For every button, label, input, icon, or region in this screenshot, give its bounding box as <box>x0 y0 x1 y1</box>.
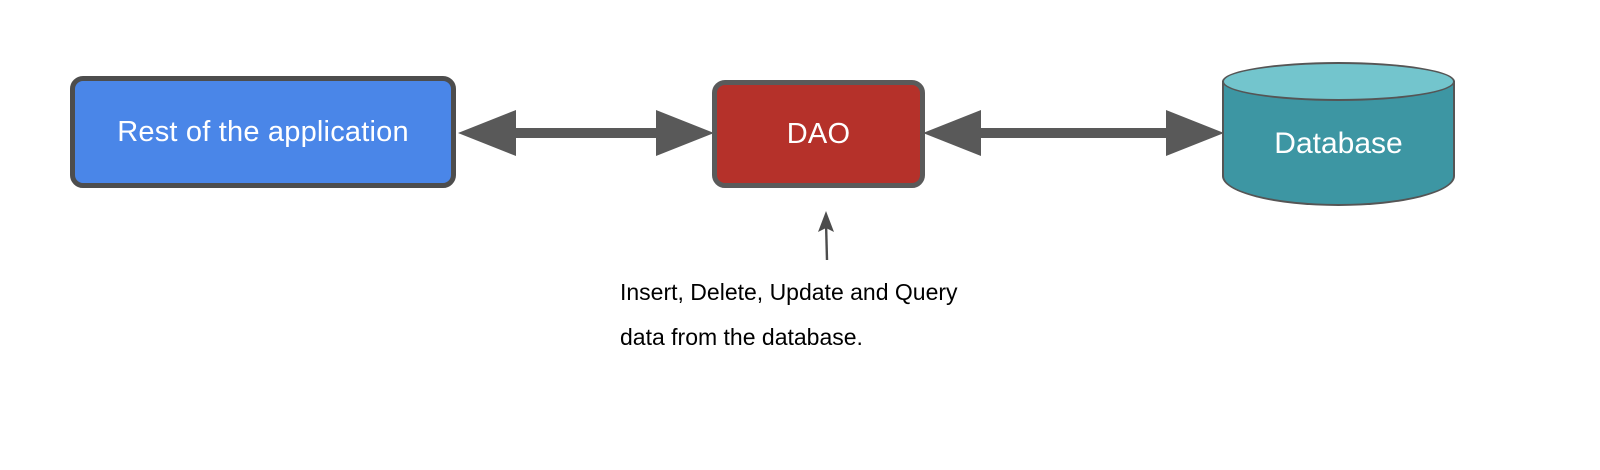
cylinder-top-ellipse <box>1222 62 1455 101</box>
node-dao[interactable]: DAO <box>712 80 925 188</box>
double-headed-arrow-icon <box>923 110 1224 156</box>
connector-application-dao <box>458 103 714 163</box>
cylinder-body <box>1222 81 1455 206</box>
arrow-up-icon <box>818 211 834 261</box>
annotation-pointer <box>806 208 846 261</box>
annotation-line-2: data from the database. <box>620 324 863 350</box>
node-database[interactable]: Database <box>1222 62 1455 206</box>
double-headed-arrow-icon <box>458 110 714 156</box>
node-label-database: Database <box>1274 127 1403 160</box>
node-label-dao: DAO <box>786 117 851 150</box>
annotation-text: Insert, Delete, Update and Query data fr… <box>620 270 1040 360</box>
annotation-line-1: Insert, Delete, Update and Query <box>620 279 958 305</box>
connector-dao-database <box>923 103 1224 163</box>
node-label-application: Rest of the application <box>117 115 409 148</box>
node-rest-of-the-application[interactable]: Rest of the application <box>70 76 456 188</box>
